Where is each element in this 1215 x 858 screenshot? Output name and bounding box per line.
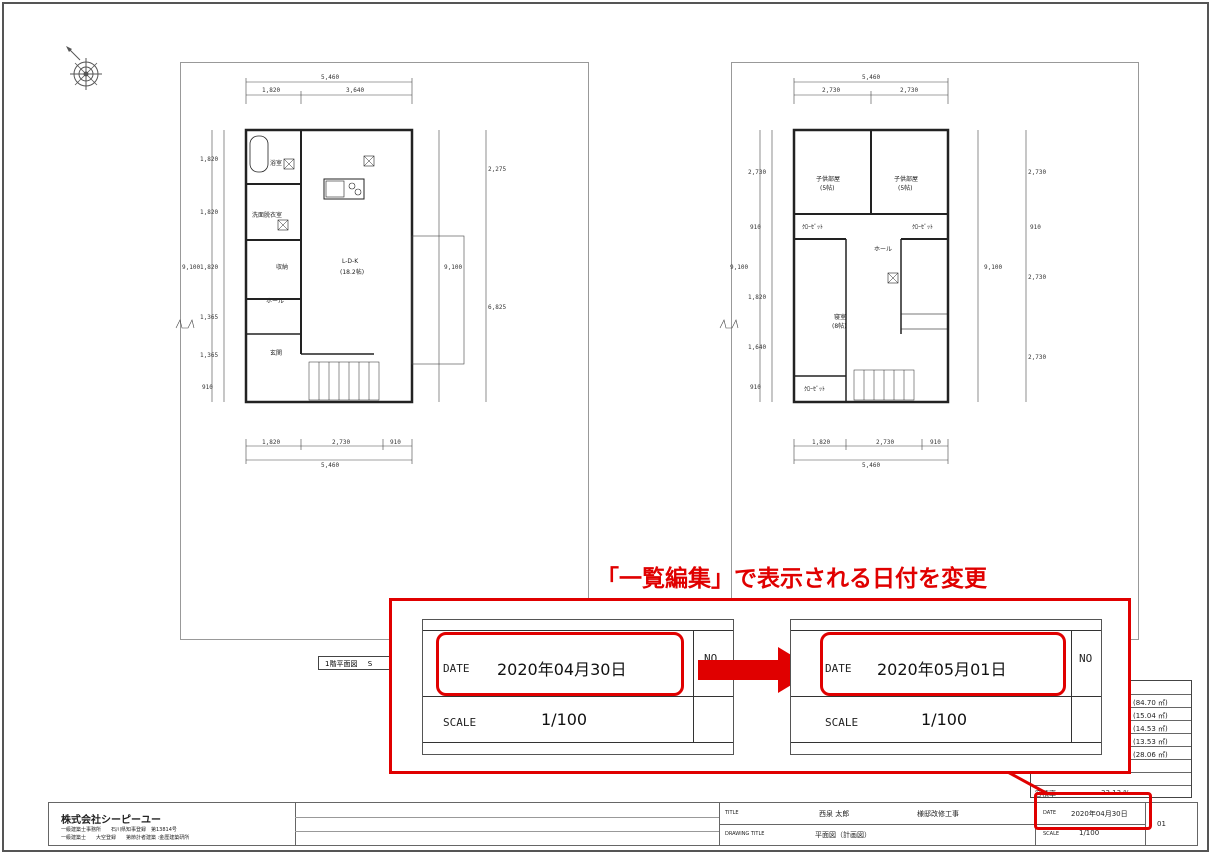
before-date-label: DATE bbox=[443, 662, 470, 675]
plan1-dim-top-total: 5,460 bbox=[321, 74, 340, 81]
after-date-value: 2020年05月01日 bbox=[877, 660, 1007, 679]
room-wash: 洗面脱衣室 bbox=[252, 212, 283, 219]
plan1-dim-left-5: 1,365 bbox=[200, 352, 219, 359]
plan2-dim-left-5: 910 bbox=[750, 384, 761, 391]
room-kids-1-size: (5帖) bbox=[820, 185, 835, 192]
room-closet-1: ｸﾛｰｾﾞｯﾄ bbox=[802, 224, 824, 231]
room-ldk: L-D-K bbox=[342, 258, 359, 265]
after-date-highlight bbox=[820, 632, 1066, 696]
tb-scale-value: 1/100 bbox=[1079, 829, 1100, 837]
plan1-dim-left-3: 1,820 bbox=[200, 264, 219, 271]
plan2-dim-left-1: 2,730 bbox=[748, 169, 767, 176]
drawing-title: 平面図（計画図） bbox=[815, 831, 871, 839]
area-row-1: (84.70 ㎡) bbox=[1133, 699, 1168, 707]
area-row-4: (13.53 ㎡) bbox=[1133, 738, 1168, 746]
before-scale-label: SCALE bbox=[443, 716, 477, 729]
floor-plan-1: 5,460 1,820 3,640 1,820 2,730 910 5,460 … bbox=[174, 64, 507, 484]
room-bedroom-size: (8帖) bbox=[832, 323, 847, 330]
room-ldk-size: (18.2帖) bbox=[340, 269, 365, 276]
room-closet-3: ｸﾛｰｾﾞｯﾄ bbox=[804, 386, 826, 393]
tb-scale-label: SCALE bbox=[1043, 831, 1060, 837]
room-storage: 収納 bbox=[276, 264, 289, 271]
plan1-dim-top-a: 1,820 bbox=[262, 87, 281, 94]
plan1-dim-left-total: 9,100 bbox=[182, 264, 201, 271]
plan1-dim-bottom-b: 2,730 bbox=[332, 439, 351, 446]
room-entrance: 玄関 bbox=[270, 350, 283, 357]
plan1-caption-text: 1階平面図 bbox=[325, 660, 358, 668]
room-closet-2: ｸﾛｰｾﾞｯﾄ bbox=[912, 224, 934, 231]
plan2-dim-right-4: 2,730 bbox=[1028, 354, 1047, 361]
tb-no-value: 01 bbox=[1157, 820, 1166, 828]
architect-registration: 一級建築士 大空登録 第節計者建築 :金歴建築研所 bbox=[61, 835, 190, 841]
plan2-dim-right-total: 9,100 bbox=[984, 264, 1003, 271]
plan2-dim-left-3: 1,820 bbox=[748, 294, 767, 301]
plan2-dim-right-2: 910 bbox=[1030, 224, 1041, 231]
plan2-dim-top-a: 2,730 bbox=[822, 87, 841, 94]
company-name: 株式会社シーピーユー bbox=[61, 815, 161, 826]
plan1-dim-bottom-a: 1,820 bbox=[262, 439, 281, 446]
title-project: 様邸改修工事 bbox=[917, 810, 959, 818]
plan2-dim-bottom-b: 2,730 bbox=[876, 439, 895, 446]
plan2-dim-left-4: 1,640 bbox=[748, 344, 767, 351]
area-row-2: (15.04 ㎡) bbox=[1133, 712, 1168, 720]
room-hall-2f: ホール bbox=[874, 246, 893, 253]
plan2-drawing bbox=[719, 78, 1027, 464]
plan1-dim-bottom-c: 910 bbox=[390, 439, 401, 446]
plan1-caption: 1階平面図 S bbox=[318, 656, 408, 670]
plan1-drawing bbox=[175, 78, 487, 464]
area-row-3: (14.53 ㎡) bbox=[1133, 725, 1168, 733]
after-date-label: DATE bbox=[825, 662, 852, 675]
plan1-dim-right-a: 2,275 bbox=[488, 166, 507, 173]
connector-line bbox=[1004, 768, 1049, 796]
plan2-dim-bottom-a: 1,820 bbox=[812, 439, 831, 446]
before-date-value: 2020年04月30日 bbox=[497, 660, 627, 679]
office-registration: 一級建築士事務所 石川県知事登録 第13814号 bbox=[61, 827, 177, 833]
title-owner: 西泉 太郎 bbox=[819, 810, 850, 818]
after-no-label: NO bbox=[1079, 652, 1093, 665]
room-bath: 浴室 bbox=[270, 160, 283, 167]
plan2-dim-left-2: 910 bbox=[750, 224, 761, 231]
plan2-dim-right-3: 2,730 bbox=[1028, 274, 1047, 281]
title-label: TITLE bbox=[725, 810, 739, 816]
callout-heading: 「一覧編集」で表示される日付を変更 bbox=[596, 566, 987, 592]
before-date-highlight bbox=[436, 632, 684, 696]
floor-plan-2: 5,460 2,730 2,730 1,820 2,730 910 5,460 … bbox=[716, 64, 1046, 484]
room-kids-1: 子供部屋 bbox=[816, 176, 841, 183]
title-block-date-highlight bbox=[1034, 792, 1152, 830]
plan2-dim-bottom-total: 5,460 bbox=[862, 462, 881, 469]
compass-icon bbox=[66, 46, 102, 90]
after-scale-value: 1/100 bbox=[921, 710, 968, 729]
after-scale-label: SCALE bbox=[825, 716, 859, 729]
room-bedroom: 寝室 bbox=[834, 314, 847, 321]
plan2-dim-left-total: 9,100 bbox=[730, 264, 749, 271]
plan2-dim-right-1: 2,730 bbox=[1028, 169, 1047, 176]
plan1-dim-right-total: 9,100 bbox=[444, 264, 463, 271]
plan1-dim-left-4: 1,365 bbox=[200, 314, 219, 321]
plan1-sheet-border bbox=[180, 62, 589, 640]
plan2-dim-bottom-c: 910 bbox=[930, 439, 941, 446]
plan1-dim-left-1: 1,820 bbox=[200, 156, 219, 163]
plan1-dim-left-6: 910 bbox=[202, 384, 213, 391]
tb-date-value: 2020年04月30日 bbox=[1071, 810, 1128, 818]
room-hall-1f: ホール bbox=[266, 298, 285, 305]
plan2-dim-top-b: 2,730 bbox=[900, 87, 919, 94]
plan1-dim-right-b: 6,825 bbox=[488, 304, 507, 311]
drawing-title-label: DRAWING TITLE bbox=[725, 831, 765, 837]
room-kids-2-size: (5帖) bbox=[898, 185, 913, 192]
plan1-dim-bottom-total: 5,460 bbox=[321, 462, 340, 469]
title-block: 株式会社シーピーユー 一級建築士事務所 石川県知事登録 第13814号 一級建築… bbox=[48, 802, 1198, 846]
plan2-dim-top-total: 5,460 bbox=[862, 74, 881, 81]
callout-box: DATE 2020年04月30日 SCALE 1/100 NO DATE 202… bbox=[389, 598, 1131, 774]
before-scale-value: 1/100 bbox=[541, 710, 588, 729]
area-row-5: (28.06 ㎡) bbox=[1133, 751, 1168, 759]
plan1-caption-scale: S bbox=[367, 660, 373, 668]
plan1-dim-left-2: 1,820 bbox=[200, 209, 219, 216]
tb-date-label: DATE bbox=[1043, 810, 1057, 816]
after-date-block: DATE 2020年05月01日 SCALE 1/100 NO bbox=[790, 619, 1102, 755]
room-kids-2: 子供部屋 bbox=[894, 176, 919, 183]
plan1-dim-top-b: 3,640 bbox=[346, 87, 365, 94]
